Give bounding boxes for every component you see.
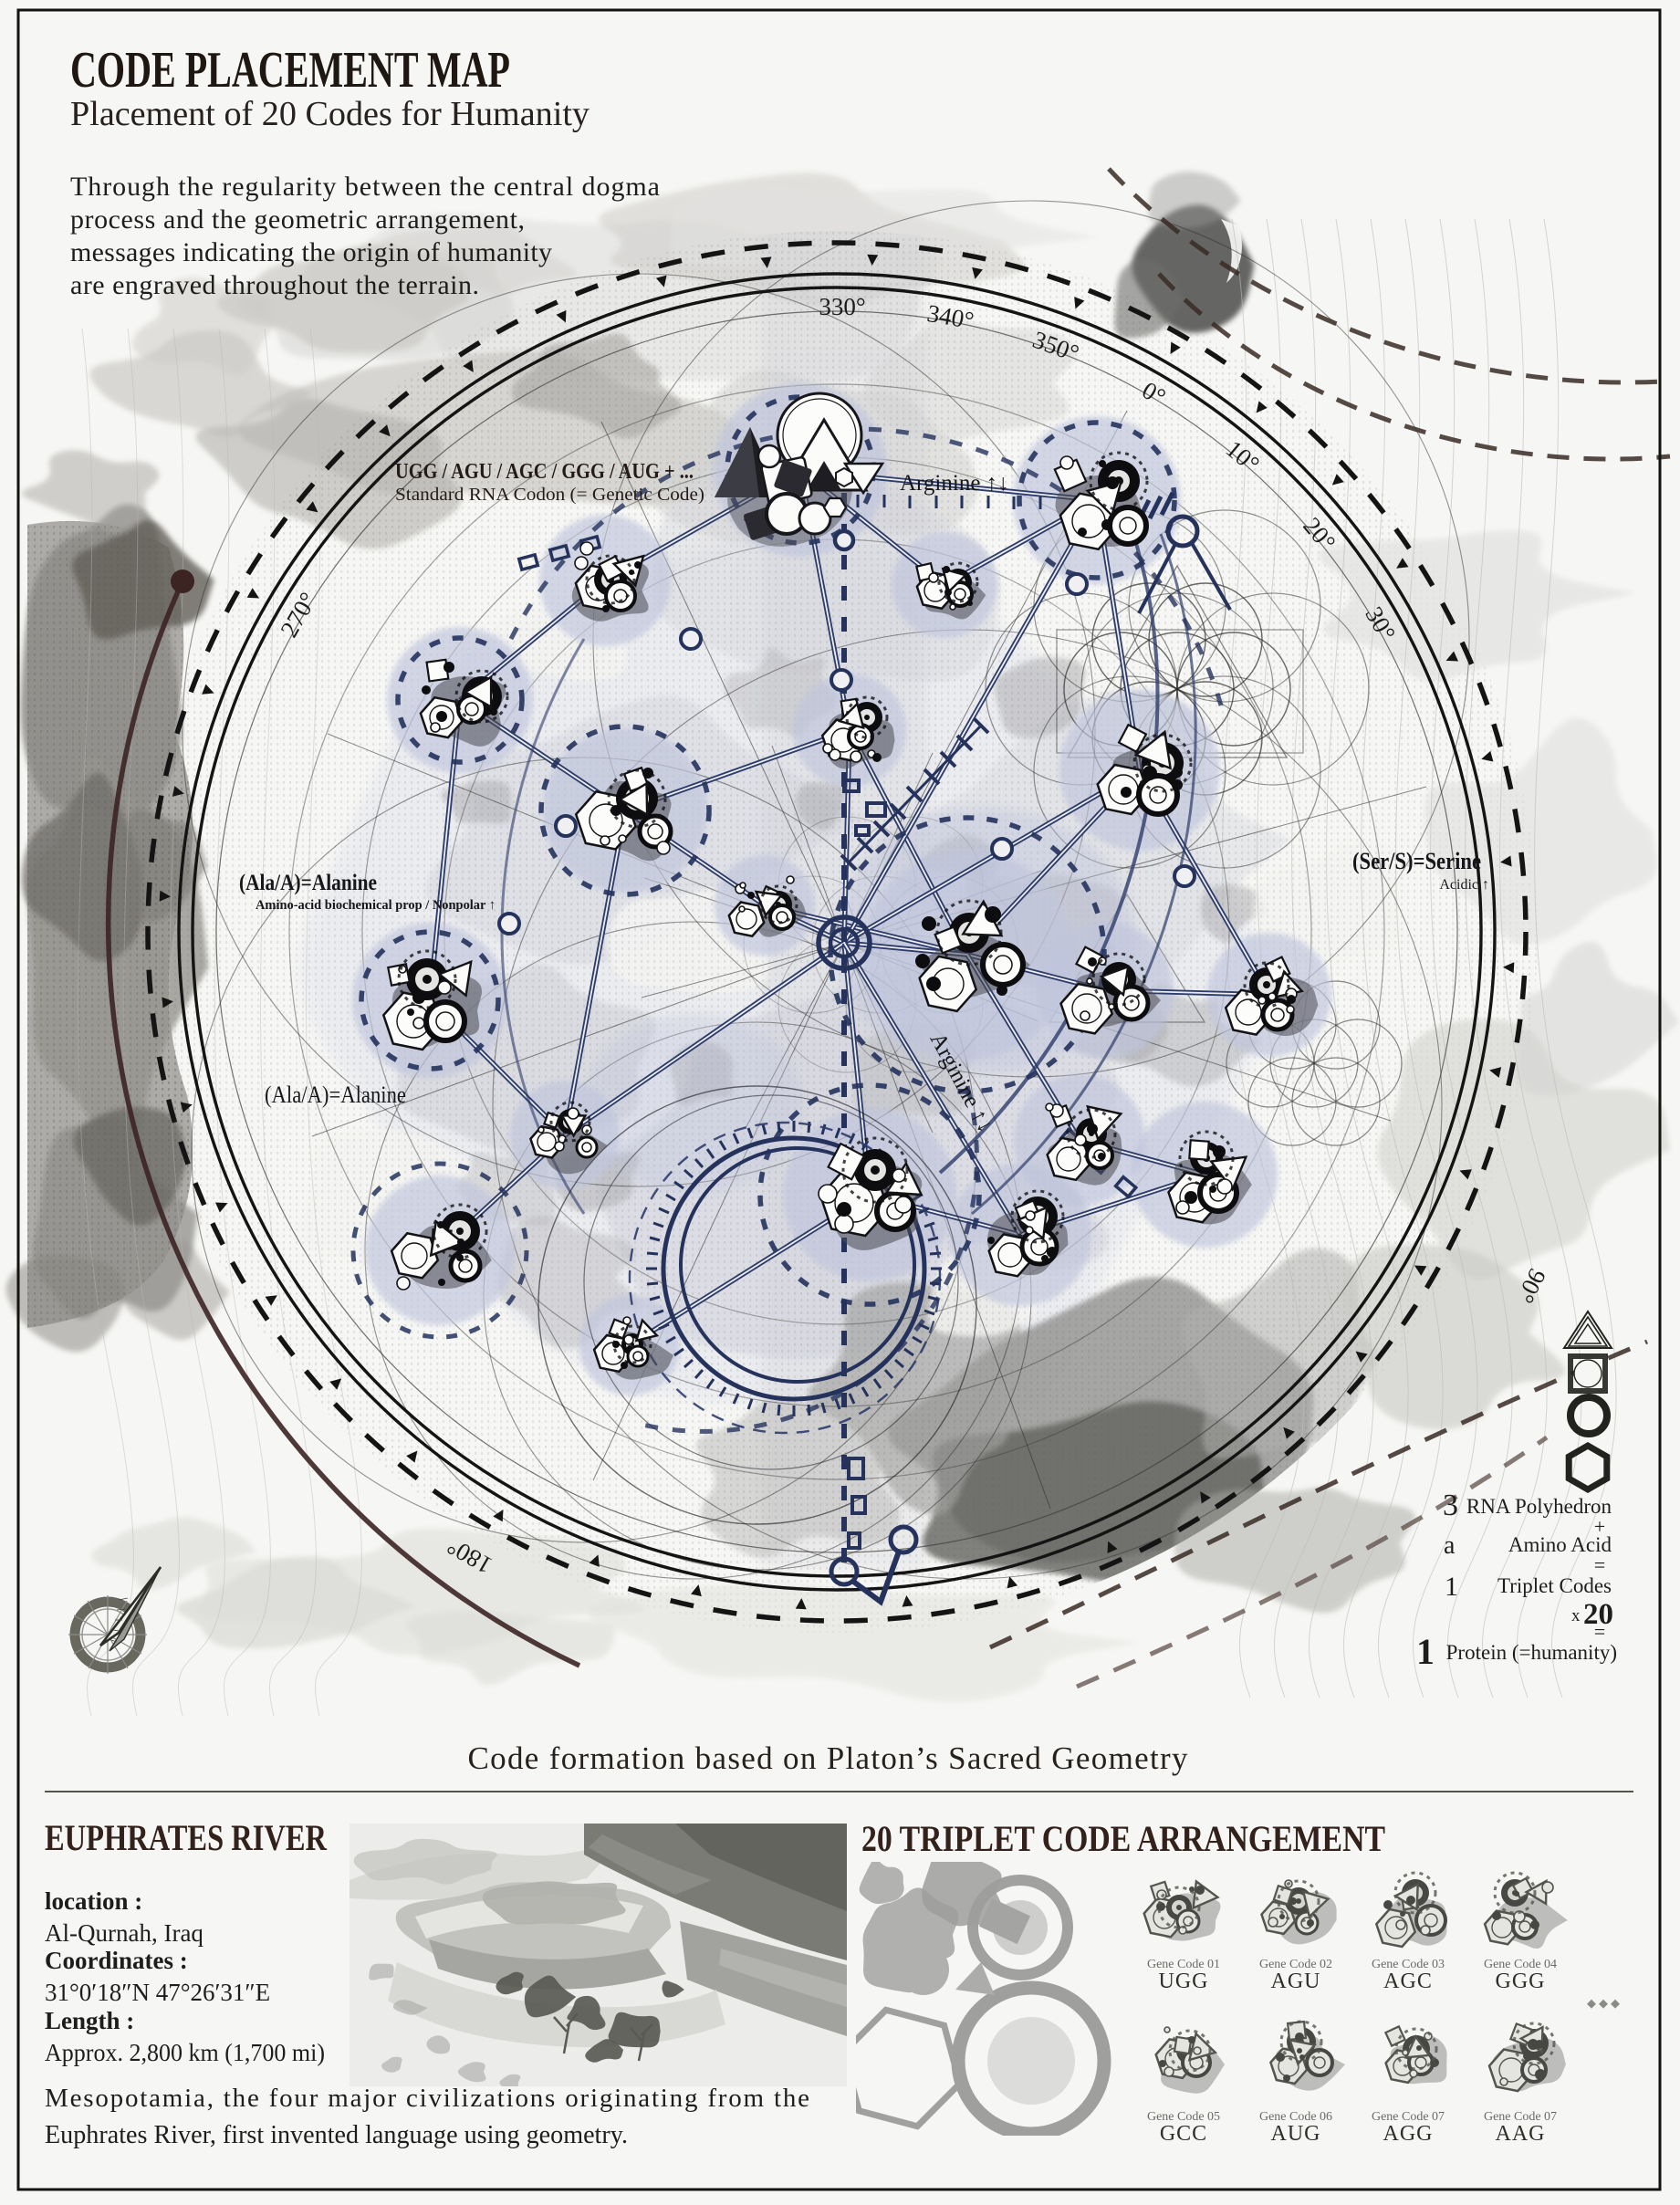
svg-text:Standard RNA Codon (= Genetic: Standard RNA Codon (= Genetic Code) xyxy=(395,485,704,505)
svg-text:GGG: GGG xyxy=(1496,1970,1546,1993)
svg-text:Al-Qurnah, Iraq: Al-Qurnah, Iraq xyxy=(45,1919,203,1947)
svg-text:(Ala/A)=Alanine: (Ala/A)=Alanine xyxy=(265,1082,406,1108)
svg-text:Triplet Codes: Triplet Codes xyxy=(1497,1574,1612,1597)
svg-text:3: 3 xyxy=(1443,1489,1458,1522)
svg-text:Gene Code 07: Gene Code 07 xyxy=(1372,2110,1445,2124)
svg-text:CODE PLACEMENT MAP: CODE PLACEMENT MAP xyxy=(70,42,510,99)
svg-text:are engraved throughout the te: are engraved throughout the terrain. xyxy=(70,270,479,300)
svg-text:(Ser/S)=Serine: (Ser/S)=Serine xyxy=(1352,848,1481,874)
svg-text:AGU: AGU xyxy=(1271,1970,1321,1993)
svg-text:Through the regularity between: Through the regularity between the centr… xyxy=(70,172,660,202)
svg-text:20: 20 xyxy=(1583,1598,1613,1631)
svg-text:a: a xyxy=(1444,1531,1456,1560)
svg-text:AUG: AUG xyxy=(1271,2122,1321,2146)
svg-text:=: = xyxy=(1594,1620,1605,1643)
svg-text:Gene Code 06: Gene Code 06 xyxy=(1259,2110,1332,2124)
svg-text:Euphrates River, first invente: Euphrates River, first invented language… xyxy=(45,2120,628,2149)
svg-text:AGC: AGC xyxy=(1383,1970,1433,1993)
svg-text:RNA Polyhedron: RNA Polyhedron xyxy=(1466,1495,1612,1518)
svg-text:1: 1 xyxy=(1445,1572,1458,1602)
svg-text:Gene Code 04: Gene Code 04 xyxy=(1484,1958,1557,1971)
svg-text:messages indicating the origin: messages indicating the origin of humani… xyxy=(70,237,552,267)
svg-text:(Ala/A)=Alanine: (Ala/A)=Alanine xyxy=(239,871,377,895)
svg-text:UGG / AGU / AGC / GGG / AUG +: UGG / AGU / AGC / GGG / AUG + ... xyxy=(395,460,694,484)
svg-text:Gene Code 07: Gene Code 07 xyxy=(1484,2110,1557,2124)
svg-text:Arginine ↑↓: Arginine ↑↓ xyxy=(900,471,1009,496)
svg-text:20 TRIPLET CODE ARRANGEMENT: 20 TRIPLET CODE ARRANGEMENT xyxy=(861,1818,1385,1859)
svg-text:Gene Code 05: Gene Code 05 xyxy=(1147,2110,1220,2124)
svg-text:Acidic ↑: Acidic ↑ xyxy=(1439,877,1489,893)
svg-text:UGG: UGG xyxy=(1159,1970,1209,1993)
svg-text:location :: location : xyxy=(45,1887,142,1915)
svg-text:EUPHRATES RIVER: EUPHRATES RIVER xyxy=(45,1817,328,1858)
svg-text:Length :: Length : xyxy=(45,2007,134,2034)
svg-text:Gene Code 01: Gene Code 01 xyxy=(1147,1958,1220,1971)
svg-text:Code formation based on Platon: Code formation based on Platon’s Sacred … xyxy=(468,1740,1189,1776)
svg-text:1: 1 xyxy=(1416,1631,1435,1672)
svg-text:Amino Acid: Amino Acid xyxy=(1508,1533,1612,1556)
svg-text:AAG: AAG xyxy=(1496,2122,1546,2146)
svg-text:Gene Code 02: Gene Code 02 xyxy=(1259,1958,1332,1971)
svg-text:Approx. 2,800 km (1,700 mi): Approx. 2,800 km (1,700 mi) xyxy=(45,2039,325,2066)
svg-text:Placement of 20 Codes for Huma: Placement of 20 Codes for Humanity xyxy=(70,95,590,133)
svg-text:31°0′18″N 47°26′31″E: 31°0′18″N 47°26′31″E xyxy=(45,1979,270,2006)
svg-text:GCC: GCC xyxy=(1160,2122,1207,2146)
svg-text:AGG: AGG xyxy=(1383,2122,1434,2146)
svg-text:Coordinates :: Coordinates : xyxy=(45,1947,188,1974)
svg-text:Gene Code 03: Gene Code 03 xyxy=(1372,1958,1445,1971)
svg-text:330°: 330° xyxy=(819,293,865,320)
svg-text:=: = xyxy=(1594,1553,1605,1576)
svg-text:Amino-acid biochemical prop /: Amino-acid biochemical prop / Nonpolar ↑ xyxy=(256,898,496,913)
svg-text:process and the geometric arra: process and the geometric arrangement, xyxy=(70,204,525,235)
svg-text:Protein (=humanity): Protein (=humanity) xyxy=(1446,1641,1617,1664)
svg-text:x: x xyxy=(1571,1606,1581,1625)
svg-text:+: + xyxy=(1594,1515,1605,1538)
